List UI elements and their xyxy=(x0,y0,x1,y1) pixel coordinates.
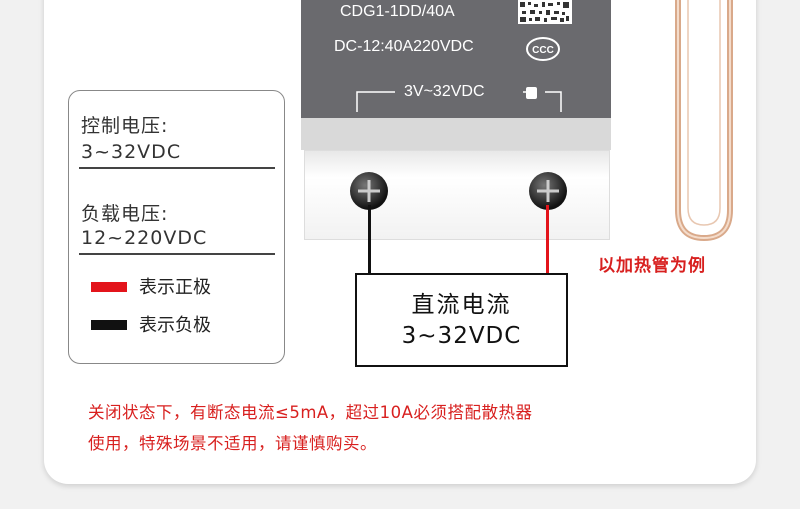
heater-example-label: 以加热管为例 xyxy=(598,256,706,276)
control-voltage-value: 3~32VDC xyxy=(81,141,182,163)
negative-legend-swatch xyxy=(91,320,127,330)
warning-note-line-2: 使用，特殊场景不适用，请谨慎购买。 xyxy=(88,434,377,453)
positive-terminal-screw-icon xyxy=(529,172,567,210)
ccc-certification-icon: CCC xyxy=(526,37,560,61)
relay-rating: DC-12:40A220VDC xyxy=(334,38,474,55)
load-voltage-label: 负载电压: xyxy=(81,203,169,225)
positive-legend-swatch xyxy=(91,282,127,292)
relay-model: CDG1-1DD/40A xyxy=(340,3,455,20)
positive-wire xyxy=(546,205,549,273)
qr-code-icon xyxy=(518,0,572,24)
control-voltage-label: 控制电压: xyxy=(81,115,169,137)
heating-tube-icon xyxy=(675,0,733,242)
dc-source-range: 3~32VDC xyxy=(401,323,522,349)
spec-panel: 控制电压: 3~32VDC 负载电压: 12~220VDC 表示正极 表示负极 xyxy=(68,90,285,364)
ccc-mark-text: CCC xyxy=(532,45,554,56)
input-range-label: 3V~32VDC xyxy=(404,83,485,100)
negative-wire xyxy=(368,205,371,273)
warning-note-line-1: 关闭状态下，有断态电流≤5mA，超过10A必须搭配散热器 xyxy=(88,403,533,422)
load-voltage-value: 12~220VDC xyxy=(81,227,208,249)
dc-source-box: 直流电流 3~32VDC xyxy=(355,273,568,367)
negative-legend-label: 表示负极 xyxy=(139,315,211,336)
divider xyxy=(79,167,275,169)
dc-source-title: 直流电流 xyxy=(411,292,512,318)
relay-band xyxy=(301,118,611,150)
input-range-bracket xyxy=(356,87,562,112)
divider xyxy=(79,253,275,255)
positive-legend-label: 表示正极 xyxy=(139,277,211,298)
negative-terminal-screw-icon xyxy=(350,172,388,210)
